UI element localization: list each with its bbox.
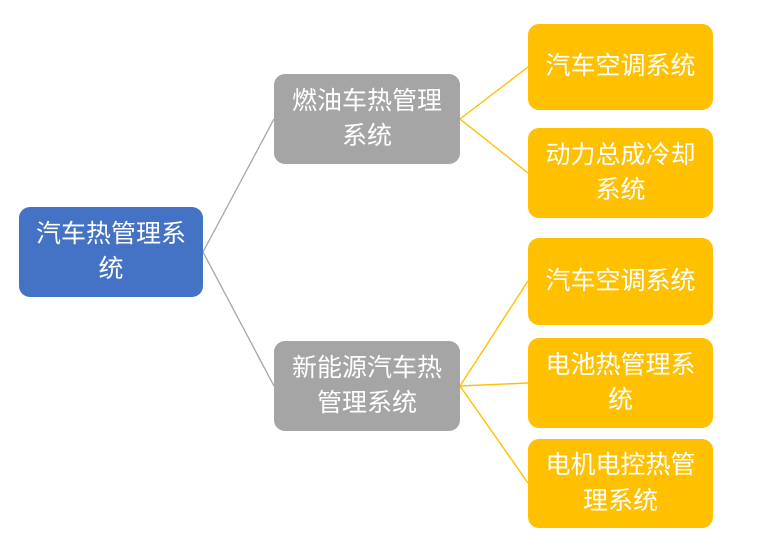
connector-nev-to-battery-thermal bbox=[459, 382, 529, 387]
node-fuel-vehicle-thermal[interactable]: 燃油车热管理系统 bbox=[274, 74, 460, 164]
node-nev-ac-system[interactable]: 汽车空调系统 bbox=[528, 238, 713, 325]
node-label: 燃油车热管理系统 bbox=[291, 86, 442, 151]
connector-nev-to-ac bbox=[459, 280, 529, 387]
node-nev-thermal[interactable]: 新能源汽车热管理系统 bbox=[274, 341, 460, 431]
connector-root-to-nev bbox=[202, 251, 275, 387]
node-fuel-ac-system[interactable]: 汽车空调系统 bbox=[528, 24, 713, 110]
node-auto-thermal-root[interactable]: 汽车热管理系统 bbox=[19, 207, 203, 297]
node-label: 汽车空调系统 bbox=[545, 266, 696, 295]
node-label: 新能源汽车热管理系统 bbox=[291, 353, 442, 418]
node-label: 电机电控热管理系统 bbox=[545, 451, 696, 515]
node-label: 汽车空调系统 bbox=[545, 52, 696, 81]
connector-fuel-to-ac bbox=[459, 66, 529, 120]
node-powertrain-cooling-system[interactable]: 动力总成冷却系统 bbox=[528, 128, 713, 218]
node-motor-ecu-thermal-system[interactable]: 电机电控热管理系统 bbox=[528, 439, 713, 528]
node-label: 汽车热管理系统 bbox=[35, 219, 186, 284]
connector-root-to-fuel bbox=[202, 118, 275, 253]
connector-nev-to-motor-thermal bbox=[459, 385, 529, 484]
node-label: 电池热管理系统 bbox=[545, 350, 696, 415]
node-battery-thermal-system[interactable]: 电池热管理系统 bbox=[528, 338, 713, 428]
connector-fuel-to-powertrain-cooling bbox=[459, 118, 529, 174]
node-label: 动力总成冷却系统 bbox=[545, 140, 696, 205]
